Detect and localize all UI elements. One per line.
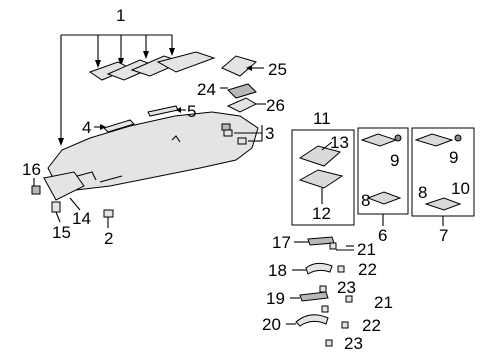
box-11	[291, 129, 355, 226]
callout-4: 4	[82, 118, 92, 137]
box-7	[411, 127, 475, 226]
callout-11: 11	[313, 109, 331, 128]
callout-12: 12	[312, 204, 331, 223]
callout-10: 10	[451, 179, 470, 198]
headliner-pads	[88, 51, 216, 81]
part-24-26	[220, 83, 266, 113]
callout-18: 18	[268, 261, 287, 280]
callout-23a: 23	[337, 278, 356, 297]
callout-8b: 8	[418, 183, 428, 202]
callout-24: 24	[197, 80, 216, 99]
callout-9a: 9	[390, 151, 400, 170]
callout-22a: 22	[358, 260, 377, 279]
callout-7: 7	[439, 226, 449, 245]
callout-9b: 9	[449, 148, 459, 167]
callout-2: 2	[104, 229, 114, 248]
part-4-strip	[103, 119, 135, 133]
callout-13: 13	[330, 133, 349, 152]
callout-26: 26	[266, 96, 285, 115]
callout-16: 16	[22, 160, 41, 179]
callout-1: 1	[116, 6, 126, 25]
callout-21b: 21	[374, 293, 393, 312]
box-6	[357, 127, 409, 226]
part-5-strip	[147, 105, 179, 117]
callout-3: 3	[265, 124, 275, 143]
callout-6: 6	[378, 226, 388, 245]
callout-8a: 8	[361, 191, 371, 210]
part-25	[221, 55, 264, 77]
callout-14: 14	[72, 209, 91, 228]
part-2	[103, 209, 114, 228]
callout-20: 20	[262, 315, 281, 334]
callout-19: 19	[266, 289, 285, 308]
part-3-clips	[223, 125, 263, 145]
part-14-sunvisor	[43, 171, 85, 211]
callout-1-leaders	[58, 34, 175, 146]
callout-21a: 21	[357, 240, 376, 259]
callout-22b: 22	[362, 316, 381, 335]
callout-17: 17	[272, 233, 291, 252]
callout-23b: 23	[344, 334, 363, 353]
callout-25: 25	[268, 60, 287, 79]
callout-15: 15	[52, 223, 71, 242]
part-16-15	[31, 178, 61, 223]
callout-5: 5	[187, 102, 197, 121]
headliner	[47, 111, 259, 191]
assist-grips	[286, 236, 354, 347]
